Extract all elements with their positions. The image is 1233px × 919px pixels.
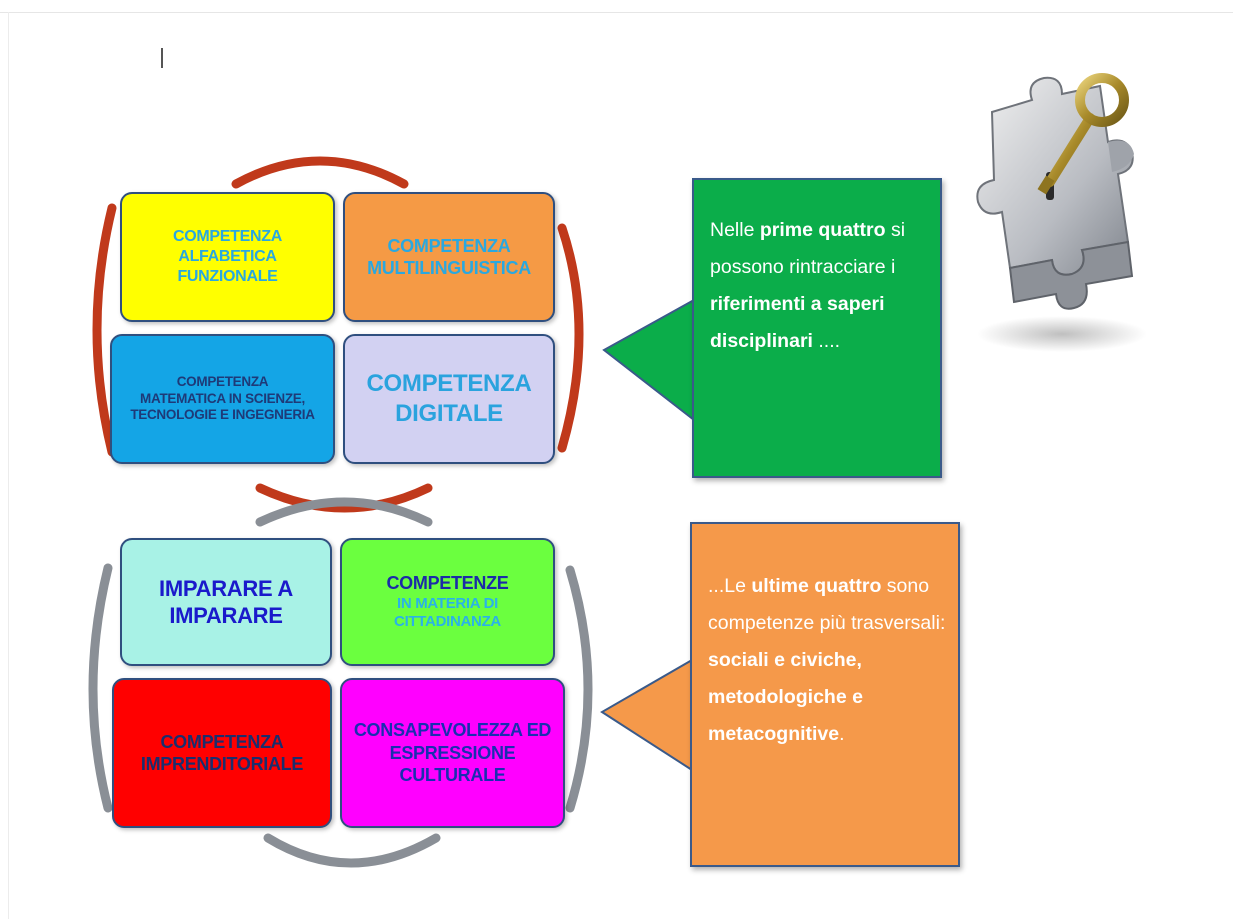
callout-ultime-quattro: ...Le ultime quattro sono competenze più… <box>690 522 960 867</box>
page-top-border <box>0 12 1233 13</box>
callout-text: .... <box>812 330 841 353</box>
box-competenza-matematica: COMPETENZA MATEMATICA IN SCIENZE, TECNOL… <box>110 334 335 464</box>
box-competenza-alfabetica: COMPETENZA ALFABETICA FUNZIONALE <box>120 192 335 322</box>
box-imparare-a-imparare: IMPARARE A IMPARARE <box>120 538 332 666</box>
callout-text: sono competenze più trasversali: <box>708 575 946 635</box>
box-label: CONSAPEVOLEZZA ED ESPRESSIONE CULTURALE <box>353 720 552 786</box>
callout-bold: riferimenti a saperi disciplinari <box>710 293 885 353</box>
top-arc-right <box>557 223 584 453</box>
puzzle-key-icon <box>976 73 1147 352</box>
box-label: COMPETENZA MATEMATICA IN SCIENZE, TECNOL… <box>130 373 315 423</box>
callout-bold: prime quattro <box>759 219 886 241</box>
bottom-arc-right <box>565 565 593 813</box>
box-label: COMPETENZA ALFABETICA FUNZIONALE <box>172 228 282 285</box>
text-cursor <box>161 48 163 68</box>
box-competenze-cittadinanza: COMPETENZE IN MATERIA DI CITTADINANZA <box>340 538 555 666</box>
callout-prime-quattro: Nelle prime quattro si possono rintracci… <box>692 178 942 478</box>
box-competenza-imprenditoriale: COMPETENZA IMPRENDITORIALE <box>112 678 332 828</box>
callout-text: . <box>839 723 845 746</box>
box-title: COMPETENZE <box>386 573 509 593</box>
box-competenza-digitale: COMPETENZA DIGITALE <box>343 334 555 464</box>
callout-text: ...Le <box>708 575 752 597</box>
callout-bold: ultime quattro <box>751 575 882 597</box>
box-label: COMPETENZA IMPRENDITORIALE <box>140 731 304 775</box>
top-arc-middle <box>255 483 433 513</box>
bottom-arc-bottom <box>263 833 441 868</box>
bottom-arc-top <box>255 497 433 527</box>
top-arc-top <box>231 156 409 189</box>
box-label: COMPETENZA DIGITALE <box>366 370 532 427</box>
page-left-border <box>8 12 9 919</box>
box-label: IMPARARE A IMPARARE <box>159 575 293 629</box>
callout-text: si possono rintracciare i <box>710 219 906 279</box>
box-label: COMPETENZA MULTILINGUISTICA <box>367 235 531 279</box>
callout-top-tail <box>602 298 695 423</box>
bottom-arc-left <box>88 563 113 813</box>
top-arc-left <box>92 203 117 457</box>
box-subtitle: IN MATERIA DI CITTADINANZA <box>394 594 501 631</box>
callout-bold: sociali e civiche, metodologiche e metac… <box>708 649 863 746</box>
box-competenza-multilinguistica: COMPETENZA MULTILINGUISTICA <box>343 192 555 322</box>
callout-bottom-tail <box>600 658 693 772</box>
callout-text: Nelle <box>710 219 760 241</box>
box-consapevolezza-culturale: CONSAPEVOLEZZA ED ESPRESSIONE CULTURALE <box>340 678 565 828</box>
